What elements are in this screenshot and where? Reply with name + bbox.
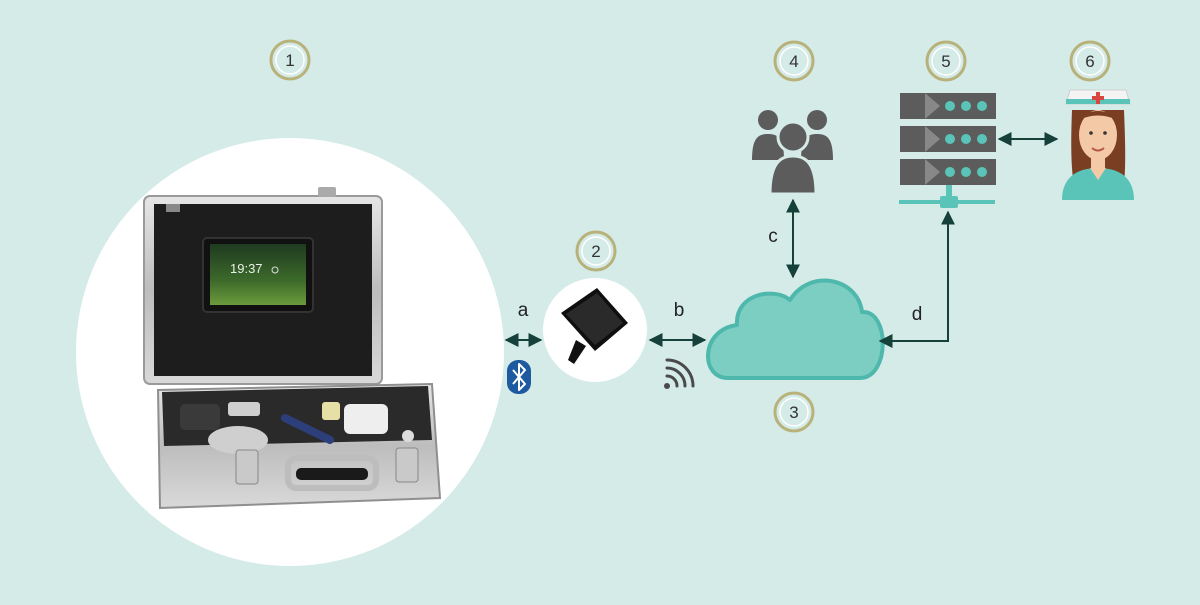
cloud-icon [706,278,885,380]
badge-6-number: 6 [1085,52,1094,71]
badge-2-number: 2 [591,242,600,261]
badge-3-number: 3 [789,403,798,422]
badge-3: 3 [773,391,815,433]
bluetooth-icon [507,360,531,394]
badge-4: 4 [773,40,815,82]
tablet-icon [543,278,647,382]
link-c-label: c [768,226,778,247]
link-a-label: a [518,300,529,321]
wifi-icon [664,358,695,389]
link-d-arrow [878,210,955,348]
badge-5-number: 5 [941,52,950,71]
server-stack-icon [899,93,996,208]
connectors [504,132,1059,348]
link-b-label: b [674,300,685,321]
kit-screen-time: 19:37 [230,261,263,276]
badge-1-number: 1 [285,51,294,70]
badge-6: 6 [1069,40,1111,82]
badge-1: 1 [269,39,311,81]
medical-case-icon: 19:37 [76,138,504,566]
badge-5: 5 [925,40,967,82]
badge-2: 2 [575,230,617,272]
nurse-icon [1062,89,1134,200]
users-group-icon [752,110,833,196]
link-d-label: d [912,304,923,325]
badge-4-number: 4 [789,52,798,71]
